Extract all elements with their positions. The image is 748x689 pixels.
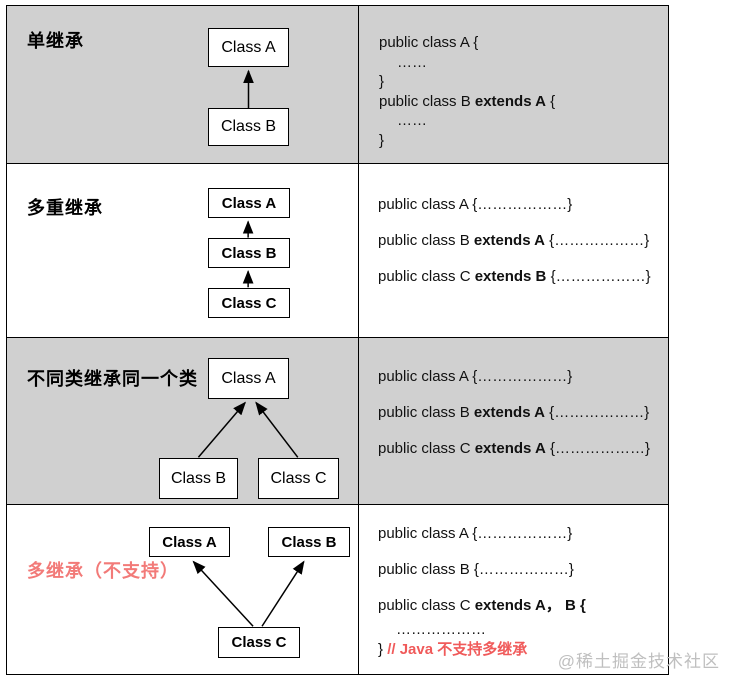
class-box-label: Class A — [221, 38, 276, 56]
class-box-c: Class C — [208, 288, 290, 318]
code-text: ……………… — [396, 621, 486, 638]
class-box-label: Class C — [231, 634, 287, 651]
code-text: public class C — [378, 597, 475, 614]
table-row-hierarchical-inheritance: 不同类继承同一个类 Class A Class B Class C public… — [7, 337, 668, 504]
code-line: ……………… — [378, 620, 660, 640]
code-text: extends A — [473, 232, 546, 249]
table-row-multilevel-inheritance: 多重继承 Class A Class B Class C public clas… — [7, 163, 668, 337]
class-box-label: Class C — [221, 294, 277, 312]
code-text: public class A {………………} — [378, 196, 573, 213]
code-text: extends A， B { — [474, 597, 586, 614]
code-cell-hierarchical-inheritance: public class A {………………} public class B ex… — [359, 338, 668, 504]
code-text: public class A {………………} — [378, 368, 573, 385]
code-text: {………………} — [545, 404, 650, 421]
code-line: public class C extends A {………………} — [378, 439, 660, 459]
code-line: public class B extends A { — [379, 92, 660, 112]
inheritance-arrows — [242, 220, 254, 288]
class-box-c: Class C — [218, 627, 300, 658]
diagram-cell-single-inheritance: 单继承 Class A Class B — [7, 6, 359, 163]
row-label: 不同类继承同一个类 — [27, 369, 198, 389]
code-text: extends A — [474, 440, 546, 457]
code-text: extends A — [474, 92, 547, 110]
arrow-c-to-a — [192, 560, 254, 627]
code-line: public class B {………………} — [378, 560, 660, 580]
diagram-cell-multiple-inheritance: 多继承（不支持） Class A Class B Class C — [7, 505, 359, 674]
code-text: extends A — [473, 404, 546, 421]
class-box-label: Class C — [270, 469, 327, 487]
code-cell-multiple-inheritance: public class A {………………} public class B {…… — [359, 505, 668, 674]
arrow-b-to-a — [197, 401, 246, 458]
code-line: } — [379, 131, 660, 151]
diagram-cell-multilevel-inheritance: 多重继承 Class A Class B Class C — [7, 164, 359, 337]
class-box-label: Class B — [170, 469, 227, 487]
class-box-label: Class A — [162, 533, 217, 551]
code-text: public class B — [378, 404, 474, 421]
code-line: public class A {………………} — [378, 524, 660, 544]
code-text: public class A { — [379, 34, 479, 51]
code-line: public class C extends A， B { — [378, 596, 660, 616]
arrow-c-to-a — [255, 401, 299, 458]
code-line: public class A {………………} — [378, 367, 660, 387]
code-line: public class C extends B {………………} — [378, 267, 660, 287]
class-box-label: Class A — [221, 194, 277, 212]
code-block: public class A {………………} public class B ex… — [359, 164, 668, 287]
code-line: …… — [379, 53, 660, 73]
class-box-label: Class B — [220, 118, 277, 135]
arrow-c-to-b — [261, 560, 305, 627]
code-cell-multilevel-inheritance: public class A {………………} public class B ex… — [359, 164, 668, 337]
code-line: } — [379, 72, 660, 92]
code-line: …… — [379, 111, 660, 131]
code-text: extends B — [474, 268, 547, 285]
class-box-a: Class A — [149, 527, 230, 557]
table-row-single-inheritance: 单继承 Class A Class B public class A {……}p… — [7, 6, 668, 163]
class-box-a: Class A — [208, 188, 290, 218]
row-label: 单继承 — [27, 31, 84, 51]
code-line: public class A {………………} — [378, 195, 660, 215]
class-box-a: Class A — [208, 28, 289, 67]
code-text: public class B — [379, 92, 475, 110]
code-line: } // Java 不支持多继承 — [378, 640, 660, 660]
code-text: } — [378, 641, 388, 658]
code-text: public class B {………………} — [378, 561, 574, 578]
code-block: public class A {………………} public class B {…… — [359, 505, 668, 660]
code-text: …… — [397, 53, 427, 71]
code-text: {………………} — [545, 440, 651, 457]
code-block: public class A {………………} public class B ex… — [359, 338, 668, 459]
diagram-cell-hierarchical-inheritance: 不同类继承同一个类 Class A Class B Class C — [7, 338, 359, 504]
class-box-b: Class B — [159, 458, 238, 499]
code-line: public class A { — [379, 33, 660, 53]
code-text: public class A {………………} — [378, 525, 573, 542]
code-line: public class B extends A {………………} — [378, 403, 660, 423]
class-box-b: Class B — [208, 108, 289, 146]
code-text: public class B — [378, 232, 474, 249]
code-text: public class C — [378, 440, 475, 457]
class-box-c: Class C — [258, 458, 339, 499]
code-text: { — [546, 92, 556, 110]
code-line: public class B extends A {………………} — [378, 231, 660, 251]
code-comment: // Java 不支持多继承 — [387, 641, 528, 658]
code-text: public class C — [378, 268, 475, 285]
class-box-label: Class B — [221, 244, 277, 262]
class-box-b: Class B — [268, 527, 350, 557]
table-row-multiple-inheritance: 多继承（不支持） Class A Class B Class C public … — [7, 504, 668, 674]
code-text: } — [379, 131, 385, 149]
code-text: {………………} — [545, 232, 650, 249]
class-box-b: Class B — [208, 238, 290, 268]
code-block: public class A { ……} public class B extend… — [359, 6, 668, 150]
code-text: {………………} — [546, 268, 651, 285]
class-box-label: Class A — [221, 369, 276, 387]
class-box-label: Class B — [281, 533, 337, 551]
code-text: …… — [397, 112, 427, 129]
code-text: } — [379, 73, 385, 90]
watermark: @稀土掘金技术社区 — [557, 652, 720, 671]
row-label: 多继承（不支持） — [27, 561, 179, 581]
inheritance-table: 单继承 Class A Class B public class A {……}p… — [6, 5, 669, 675]
code-cell-single-inheritance: public class A { ……} public class B extend… — [359, 6, 668, 163]
class-box-a: Class A — [208, 358, 289, 399]
row-label: 多重继承 — [27, 198, 103, 218]
